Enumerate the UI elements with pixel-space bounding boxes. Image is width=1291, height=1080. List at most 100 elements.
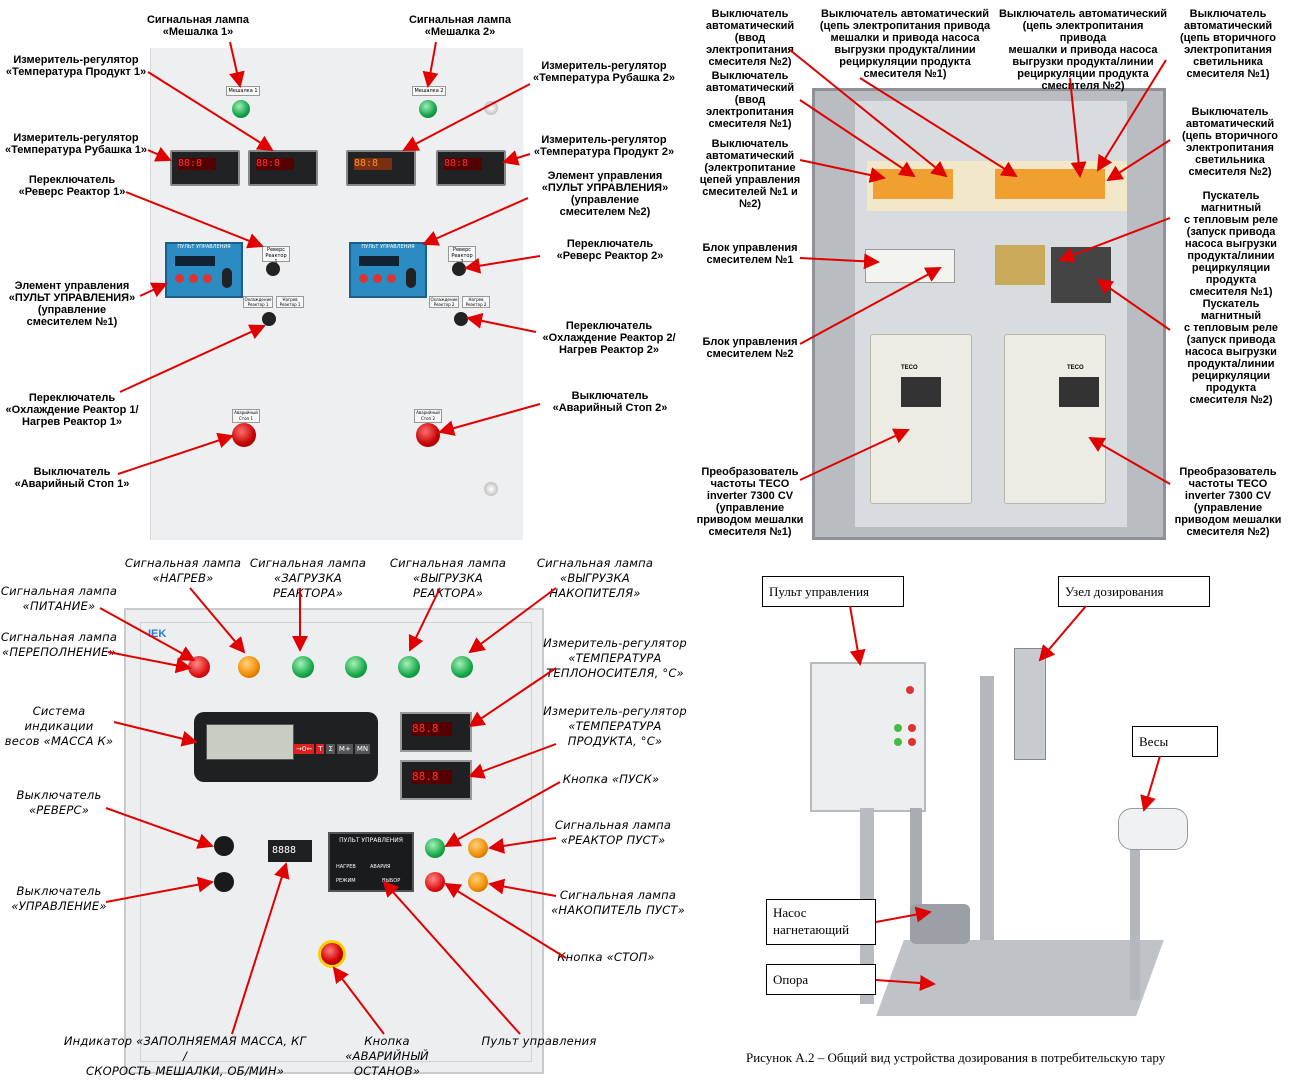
arrow-inv2 <box>1088 437 1171 485</box>
label-control-1: Элемент управления «ПУЛЬТ УПРАВЛЕНИЯ» (у… <box>8 280 136 328</box>
pult-btn-alarm[interactable]: АВАРИЯ <box>370 864 391 870</box>
label-temp-product-1: Измеритель-регулятор «Температура Продук… <box>5 54 147 78</box>
plate-estop-1: Аварийный Стоп 1 <box>232 409 260 423</box>
arrow-p4-pult <box>849 605 866 666</box>
arrow-inv1 <box>799 428 910 481</box>
lamp-acc-empty <box>468 872 488 892</box>
label-temp-jacket-1: Измеритель-регулятор «Температура Рубашк… <box>5 132 147 156</box>
button-stop[interactable] <box>425 872 445 892</box>
arrow-scales <box>113 721 198 747</box>
label-breaker-in-1: Выключатель автоматический (ввод электро… <box>705 70 795 130</box>
plate-estop-2: Аварийный Стоп 2 <box>414 409 442 423</box>
scale-key-tare[interactable]: T <box>316 744 325 754</box>
arrow-start <box>444 781 561 847</box>
arrow-reverse2 <box>464 255 541 274</box>
figure-caption: Рисунок А.2 – Общий вид устройства дозир… <box>746 1050 1166 1065</box>
lamp-power <box>188 656 210 678</box>
arrow-temp-jacket2 <box>402 83 531 151</box>
label-indicator: Индикатор «ЗАПОЛНЯЕМАЯ МАССА, КГ / СКОРО… <box>63 1034 307 1078</box>
label-unit-2: Блок управления смесителем №2 <box>702 336 798 360</box>
label-breaker-light-1: Выключатель автоматический (цепь вторичн… <box>1180 8 1276 80</box>
lamp-mixer-1 <box>232 100 250 118</box>
device-scale-pole <box>1130 850 1140 1000</box>
label-temp-jacket-2: Измеритель-регулятор «Температура Рубашк… <box>533 60 675 84</box>
scale-key-sum[interactable]: Σ <box>326 744 335 754</box>
arrow-lamp-power <box>99 607 196 661</box>
label-starter-2: Пускатель магнитный с тепловым реле (зап… <box>1183 298 1279 406</box>
pult-1-title: ПУЛЬТ УПРАВЛЕНИЯ <box>177 244 231 250</box>
lamp-reactor-empty <box>468 838 488 858</box>
arrow-breaker-light1 <box>1096 59 1167 172</box>
scale-key-zero[interactable]: →0← <box>294 744 315 754</box>
switch-cool-heat-2[interactable] <box>454 312 468 326</box>
temp-meter-product: 88.8 <box>400 760 472 800</box>
arrow-p4-scales <box>1140 755 1161 812</box>
label-box-pult: Пульт управления <box>762 576 904 607</box>
temp-meter-carrier: 88.8 <box>400 712 472 752</box>
scales-display: →0← T Σ M+ MN <box>194 712 378 782</box>
temp-meter-jacket-2: 88:8 <box>346 150 416 186</box>
label-estop-1: Выключатель «Аварийный Стоп 1» <box>14 466 130 490</box>
arrow-breaker-light2 <box>1106 139 1171 182</box>
label-control: Выключатель «УПРАВЛЕНИЕ» <box>11 884 107 913</box>
label-box-dosing: Узел дозирования <box>1058 576 1210 607</box>
screw-bottom-right <box>484 482 498 496</box>
arrow-control <box>105 876 214 903</box>
label-emergency: Кнопка «АВАРИЙНЫЙ ОСТАНОВ» <box>345 1034 429 1078</box>
label-temp-carrier: Измеритель-регулятор «ТЕМПЕРАТУРА ТЕПЛОН… <box>543 636 687 680</box>
scales-keys: →0← T Σ M+ MN <box>294 744 371 754</box>
device-column <box>980 676 994 956</box>
button-estop-1[interactable] <box>232 423 256 447</box>
button-estop-2[interactable] <box>416 423 440 447</box>
arrow-cool2 <box>466 312 537 333</box>
label-start: Кнопка «ПУСК» <box>562 772 660 786</box>
label-lamp-load: Сигнальная лампа «ЗАГРУЗКА РЕАКТОРА» <box>249 556 367 600</box>
label-inverter-2: Преобразователь частоты TECO inverter 73… <box>1174 466 1282 538</box>
screw-top-right <box>484 101 498 115</box>
arrow-pult <box>382 880 521 1035</box>
label-lamp-mixer-2: Сигнальная лампа «Мешалка 2» <box>408 14 512 38</box>
arrow-unit1 <box>799 253 880 270</box>
switch-cool-heat-1[interactable] <box>262 312 276 326</box>
label-box-scales: Весы <box>1132 726 1218 757</box>
arrow-starter1 <box>1058 217 1171 263</box>
arrow-lamp-unload <box>408 587 441 652</box>
label-lamp-overflow: Сигнальная лампа «ПЕРЕПОЛНЕНИЕ» <box>0 630 118 659</box>
arrow-temp-prod1 <box>147 71 274 152</box>
switch-reverse-2[interactable] <box>452 262 466 276</box>
pult-3-title: ПУЛЬТ УПРАВЛЕНИЯ <box>339 837 403 844</box>
switch-reverse[interactable] <box>214 836 234 856</box>
arrow-temp-prod2 <box>502 150 531 166</box>
inverter-2-brand: TECO <box>1067 365 1084 371</box>
arrow-estop1 <box>117 432 234 475</box>
arrow-cool1 <box>119 324 266 393</box>
plate-cool-2: Охлаждение Реактор 2 <box>429 296 459 308</box>
control-pult-2: ПУЛЬТ УПРАВЛЕНИЯ <box>349 242 427 298</box>
label-breaker-in-2: Выключатель автоматический (ввод электро… <box>705 8 795 68</box>
button-emergency[interactable] <box>318 940 346 968</box>
arrow-lamp-reactor-empty <box>488 837 557 854</box>
temp-meter-product-1: 88:8 <box>248 150 318 186</box>
arrow-emergency <box>332 966 385 1035</box>
button-start[interactable] <box>425 838 445 858</box>
label-inverter-1: Преобразователь частоты TECO inverter 73… <box>696 466 804 538</box>
lamp-overflow <box>238 656 260 678</box>
label-stop: Кнопка «СТОП» <box>557 950 655 964</box>
label-box-pump: Насос нагнетающий <box>766 899 876 945</box>
switch-reverse-1[interactable] <box>266 262 280 276</box>
label-lamp-unload-acc: Сигнальная лампа «ВЫГРУЗКА НАКОПИТЕЛЯ» <box>536 556 654 600</box>
arrow-lamp-heat <box>189 587 246 654</box>
arrow-temp-product <box>468 743 557 779</box>
scale-key-mplus[interactable]: M+ <box>336 744 353 754</box>
label-estop-2: Выключатель «Аварийный Стоп 2» <box>552 390 668 414</box>
temp-meter-jacket-1: 88:8 <box>170 150 240 186</box>
scale-key-mn[interactable]: MN <box>354 744 371 754</box>
pult-btn-mode[interactable]: РЕЖИМ <box>336 878 356 884</box>
label-unit-1: Блок управления смесителем №1 <box>702 242 798 266</box>
pult-btn-heat[interactable]: НАГРЕВ <box>336 864 356 870</box>
pult-2-title: ПУЛЬТ УПРАВЛЕНИЯ <box>361 244 415 250</box>
label-breaker-light-2: Выключатель автоматический (цепь вторичн… <box>1182 106 1278 178</box>
switch-control[interactable] <box>214 872 234 892</box>
label-cool-heat-1: Переключатель «Охлаждение Реактор 1/ Наг… <box>5 392 139 428</box>
